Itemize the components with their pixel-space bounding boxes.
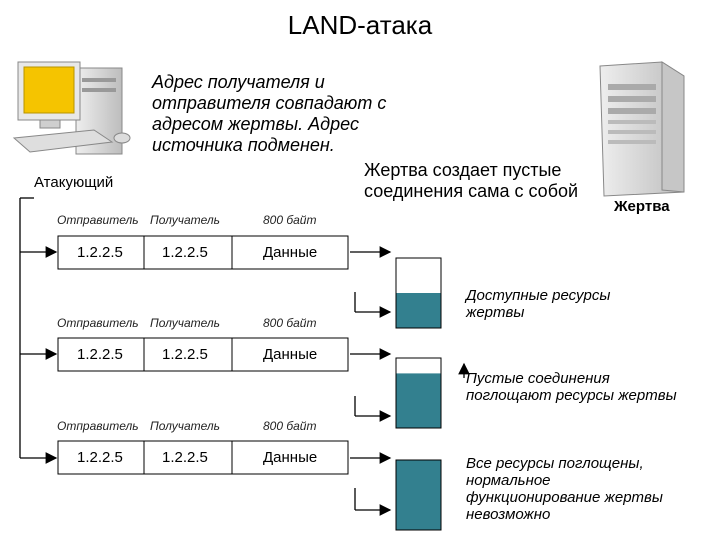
resource-gauge-2 <box>395 357 470 429</box>
packet-1-box <box>57 235 349 270</box>
packet-1-sender-header: Отправитель <box>57 213 139 227</box>
resource-fill-1 <box>396 293 441 328</box>
packet-3-receiver-header: Получатель <box>150 419 220 433</box>
victim-server-icon <box>599 61 685 197</box>
packet-2-sender-header: Отправитель <box>57 316 139 330</box>
packet-3-arrows <box>20 452 392 516</box>
packet-1-arrows <box>20 246 392 318</box>
victim-label: Жертва <box>614 198 670 215</box>
packet-2-size-header: 800 байт <box>263 316 317 330</box>
packet-3-box <box>57 440 349 475</box>
attacker-link-lines <box>19 197 34 458</box>
packet-3-payload: Данные <box>263 449 318 466</box>
resource-fill-3 <box>396 460 441 530</box>
packet-1-receiver: 1.2.2.5 <box>162 244 208 261</box>
resource-gauge-1 <box>395 257 442 329</box>
packet-1-sender: 1.2.2.5 <box>77 244 123 261</box>
packet-2-receiver: 1.2.2.5 <box>162 346 208 363</box>
packet-3-size-header: 800 байт <box>263 419 317 433</box>
attacker-label: Атакующий <box>34 174 114 191</box>
packet-2-box <box>57 337 349 372</box>
packet-1-receiver-header: Получатель <box>150 213 220 227</box>
packet-2-receiver-header: Получатель <box>150 316 220 330</box>
packet-3-sender-header: Отправитель <box>57 419 139 433</box>
packet-2-payload: Данные <box>263 346 318 363</box>
resource-gauge-3 <box>395 459 442 531</box>
packet-3-sender: 1.2.2.5 <box>77 449 123 466</box>
attacker-computer-icon <box>12 61 131 155</box>
page-title: LAND-атака <box>287 10 433 40</box>
packet-1-size-header: 800 байт <box>263 213 317 227</box>
packet-2-arrows <box>20 348 392 422</box>
resource-3-text: Все ресурсы поглощены,нормальное функцио… <box>466 455 663 523</box>
packet-1-payload: Данные <box>263 244 318 261</box>
packet-3-receiver: 1.2.2.5 <box>162 449 208 466</box>
packet-2-sender: 1.2.2.5 <box>77 346 123 363</box>
resource-fill-2 <box>396 373 441 428</box>
